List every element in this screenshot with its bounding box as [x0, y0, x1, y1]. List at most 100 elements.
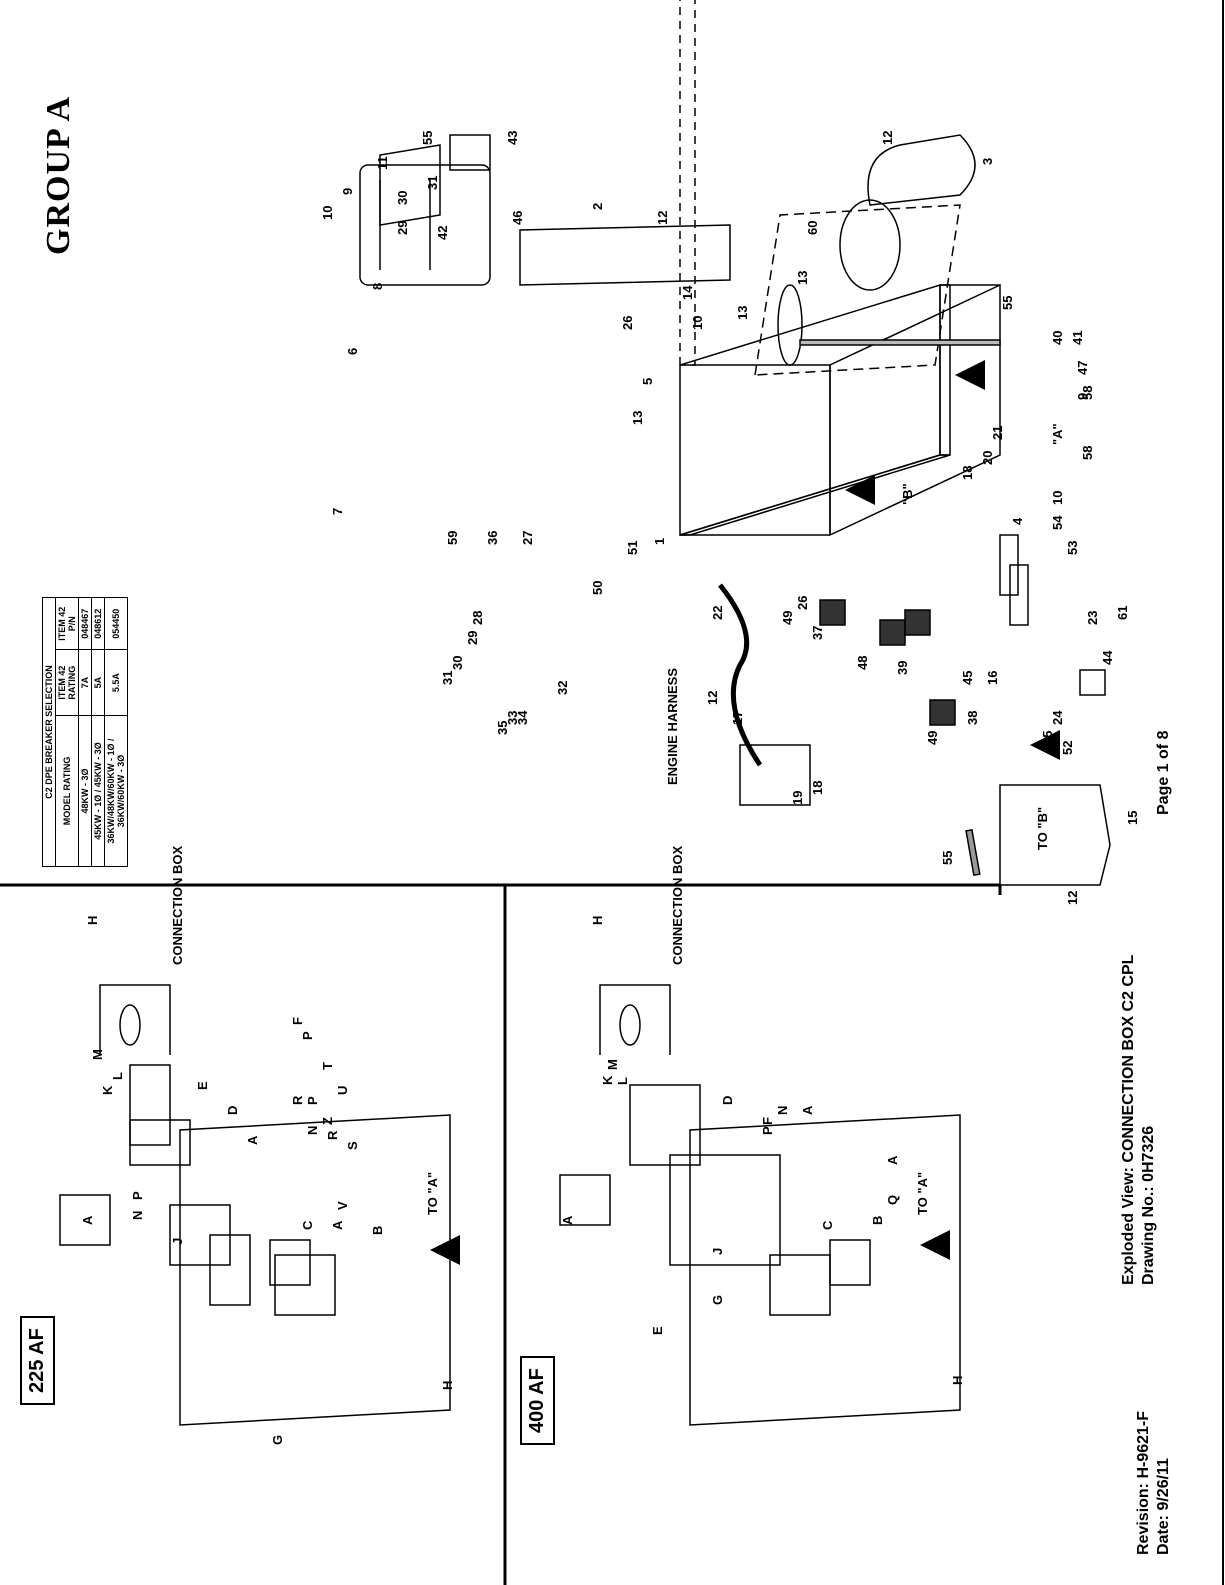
letter400: B: [870, 1215, 885, 1225]
letter225: B: [370, 1225, 385, 1235]
callout: 2: [590, 202, 605, 210]
af400-to-a-label: TO "A": [915, 1171, 930, 1215]
breaker-table-title: C2 DPE BREAKER SELECTION: [42, 597, 56, 867]
callout: 13: [735, 305, 750, 320]
cell-model: 36KW/48KW/60KW - 1Ø / 36KW/60KW - 3Ø: [104, 715, 128, 867]
callout: 15: [1125, 810, 1140, 825]
item-6-bracket: [379, 144, 441, 226]
callout: 7: [330, 507, 345, 515]
item-49-block: [819, 599, 846, 626]
callout: 44: [1100, 650, 1115, 665]
callout: 49: [780, 610, 795, 625]
callout: 3: [980, 157, 995, 165]
revision-date: Date: 9/26/11: [1155, 1458, 1172, 1555]
callout: 25: [1040, 730, 1055, 745]
af225-part-a: [169, 1204, 231, 1266]
letter400: E: [650, 1326, 665, 1335]
callout: 6: [345, 347, 360, 355]
cell-pn: 048467: [78, 597, 92, 650]
callout: 29: [465, 630, 480, 645]
letter225: R: [325, 1130, 340, 1140]
callout: 53: [1065, 540, 1080, 555]
letter225: R: [290, 1095, 305, 1105]
engine-harness-line: [718, 583, 763, 767]
item-3-cover: [867, 134, 976, 206]
letter225: U: [335, 1085, 350, 1095]
callout: 34: [515, 710, 530, 725]
callout: 59: [445, 530, 460, 545]
callout: 61: [1115, 605, 1130, 620]
callout: 26: [795, 595, 810, 610]
letter400: A: [885, 1155, 900, 1165]
af400-part-a2: [829, 1239, 871, 1286]
main-connection-box: [679, 0, 1001, 537]
letter400: N: [775, 1105, 790, 1115]
view-b-label: "B": [900, 483, 915, 505]
item-52-fuse: [1079, 669, 1106, 696]
letter225: P: [300, 1031, 315, 1040]
callout: 30: [450, 655, 465, 670]
letter225: F: [290, 1017, 305, 1025]
callout: 36: [485, 530, 500, 545]
callout: 37: [810, 625, 825, 640]
callout: 20: [980, 450, 995, 465]
letter225: M: [90, 1049, 105, 1060]
page-indicator: Page 1 of 8: [1155, 730, 1172, 815]
af225-connection-box-label: CONNECTION BOX: [170, 845, 185, 965]
callout: 24: [1050, 710, 1065, 725]
letter225: K: [100, 1085, 115, 1095]
callout: 10: [1050, 490, 1065, 505]
callout: 16: [985, 670, 1000, 685]
callout: 12: [655, 210, 670, 225]
callout: 27: [520, 530, 535, 545]
af225-connection-box: [99, 984, 171, 1055]
callout: 21: [990, 425, 1005, 440]
letter400: A: [560, 1215, 575, 1225]
callout: 13: [630, 410, 645, 425]
engine-harness-label: ENGINE HARNESS: [665, 667, 680, 785]
letter225: H: [440, 1380, 455, 1390]
cell-model: 48KW - 3Ø: [78, 715, 92, 867]
revision: Revision: H-9621-F: [1135, 1410, 1152, 1555]
callout: 29: [395, 220, 410, 235]
letter400: G: [710, 1294, 725, 1305]
letter225: D: [225, 1105, 240, 1115]
af225-part-e: [129, 1064, 171, 1146]
callout: 18: [960, 465, 975, 480]
letter400: J: [710, 1247, 725, 1255]
callout: 40: [1050, 330, 1065, 345]
letter400: K: [600, 1075, 615, 1085]
callout: 41: [1070, 330, 1085, 345]
callout: 45: [960, 670, 975, 685]
letter400: H: [590, 915, 605, 925]
callout: 18: [810, 780, 825, 795]
view-a-label: "A": [1050, 423, 1065, 445]
letter225: A: [330, 1220, 345, 1230]
af400-connection-box-label: CONNECTION BOX: [670, 845, 685, 965]
letter225: Z: [320, 1117, 335, 1125]
cell-pn: 048612: [91, 597, 105, 650]
callout: 12: [880, 130, 895, 145]
af225-part-v: [269, 1239, 311, 1286]
af225-label: 225 AF: [20, 1316, 55, 1405]
drawing-number: Drawing No.: 0H7326: [1140, 1125, 1157, 1285]
item-7-controller: [359, 164, 491, 286]
callout: 55: [420, 130, 435, 145]
callout: 11: [375, 156, 390, 170]
letter400: L: [615, 1077, 630, 1085]
letter225: J: [170, 1237, 185, 1245]
letter225: N: [130, 1210, 145, 1220]
af225-to-a-label: TO "A": [425, 1171, 440, 1215]
callout: 10: [320, 205, 335, 220]
letter225: A: [245, 1135, 260, 1145]
letter400: M: [605, 1059, 620, 1070]
af400-cover-plate: [689, 1114, 961, 1426]
letter225: C: [300, 1220, 315, 1230]
letter400: H: [950, 1375, 965, 1385]
cell-model: 45KW - 1Ø / 45KW - 3Ø: [91, 715, 105, 867]
item-55-strip: [799, 339, 1001, 346]
drawing-title: Exploded View: CONNECTION BOX C2 CPL: [1120, 954, 1137, 1285]
af400-part-a: [559, 1174, 611, 1226]
table-row: 45KW - 1Ø / 45KW - 3Ø 5A 048612: [91, 597, 105, 867]
